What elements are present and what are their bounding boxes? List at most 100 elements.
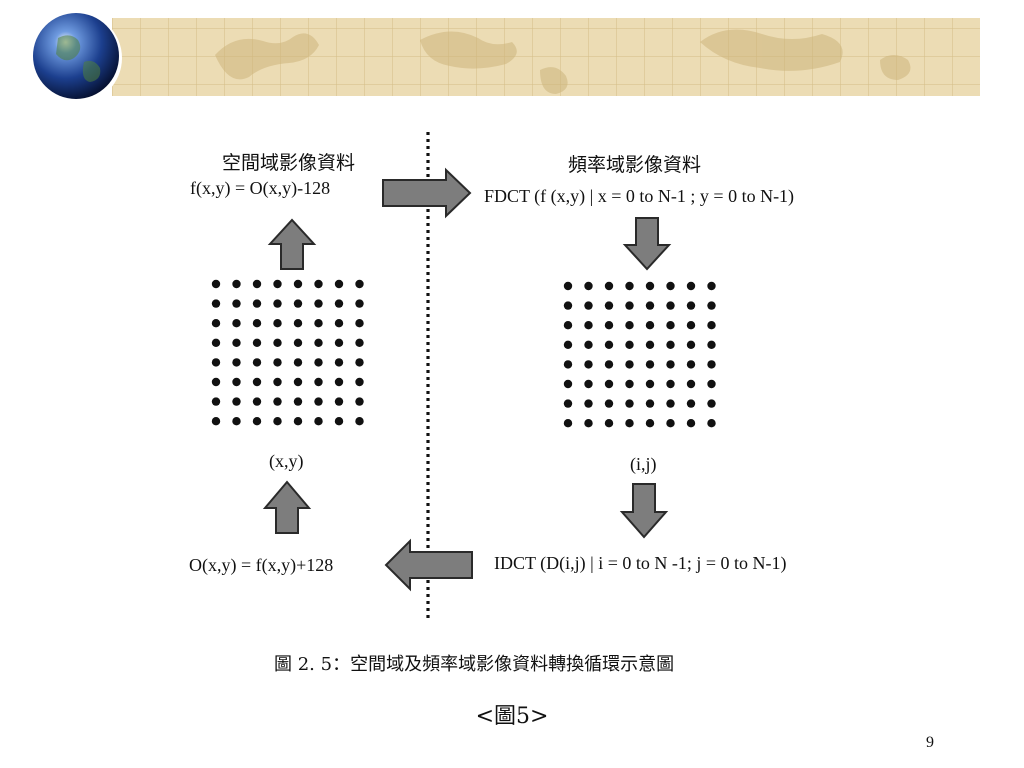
grid-dot xyxy=(334,417,344,426)
grid-dot xyxy=(645,360,655,369)
idct-formula: IDCT (D(i,j) | i = 0 to N -1; j = 0 to N… xyxy=(494,553,787,573)
grid-dot xyxy=(252,397,262,406)
grid-dot xyxy=(707,419,716,428)
arrow-left-icon xyxy=(384,538,473,592)
grid-dot xyxy=(707,379,716,389)
inverse-level-shift-formula: O(x,y) = f(x,y)+128 xyxy=(189,555,334,575)
grid-dot xyxy=(293,417,303,426)
grid-dot xyxy=(232,358,241,367)
grid-dot xyxy=(666,281,675,291)
grid-dot xyxy=(293,338,303,347)
grid-dot xyxy=(686,379,696,389)
arrow-up-icon xyxy=(262,480,312,534)
grid-dot xyxy=(584,321,593,330)
grid-dot xyxy=(707,301,716,310)
grid-dot xyxy=(211,397,221,406)
grid-dot xyxy=(314,358,323,367)
figure-label: <圖5> xyxy=(475,704,549,729)
grid-dot xyxy=(604,281,614,291)
grid-dot xyxy=(273,319,282,328)
grid-dot xyxy=(211,299,221,308)
grid-dot xyxy=(211,279,221,289)
grid-dot xyxy=(252,319,262,328)
grid-dot xyxy=(604,321,614,330)
grid-dot xyxy=(273,279,282,289)
arrow-down-icon xyxy=(622,217,672,271)
grid-dot xyxy=(355,319,364,328)
grid-dot xyxy=(625,301,634,310)
grid-dot xyxy=(645,301,655,310)
grid-dot xyxy=(604,360,614,369)
grid-dot xyxy=(584,399,593,408)
arrow-right-icon xyxy=(382,167,472,219)
grid-dot xyxy=(604,419,614,428)
grid-dot xyxy=(645,419,655,428)
grid-dot xyxy=(314,319,323,328)
spatial-grid-label: (x,y) xyxy=(269,451,304,471)
grid-dot xyxy=(273,377,282,387)
grid-dot xyxy=(252,299,262,308)
grid-dot xyxy=(625,379,634,389)
grid-dot xyxy=(666,419,675,428)
grid-dot xyxy=(645,340,655,349)
grid-dot xyxy=(645,379,655,389)
grid-dot xyxy=(707,360,716,369)
grid-dot xyxy=(314,338,323,347)
arrow-down-icon xyxy=(619,483,669,539)
grid-dot xyxy=(314,279,323,289)
grid-dot xyxy=(355,417,364,426)
grid-dot xyxy=(334,279,344,289)
frequency-coefficient-grid xyxy=(563,281,716,428)
grid-dot xyxy=(232,397,241,406)
grid-dot xyxy=(232,338,241,347)
level-shift-formula: f(x,y) = O(x,y)-128 xyxy=(190,178,331,198)
grid-dot xyxy=(584,281,593,291)
grid-dot xyxy=(211,417,221,426)
grid-dot xyxy=(293,279,303,289)
grid-dot xyxy=(707,321,716,330)
grid-dot xyxy=(211,377,221,387)
grid-dot xyxy=(645,399,655,408)
grid-dot xyxy=(563,281,573,291)
grid-dot xyxy=(584,301,593,310)
grid-dot xyxy=(584,340,593,349)
grid-dot xyxy=(563,360,573,369)
grid-dot xyxy=(625,340,634,349)
grid-dot xyxy=(334,358,344,367)
grid-dot xyxy=(666,379,675,389)
grid-dot xyxy=(314,397,323,406)
grid-dot xyxy=(563,321,573,330)
map-continents xyxy=(215,29,911,94)
grid-dot xyxy=(584,419,593,428)
spatial-domain-title: 空間域影像資料 xyxy=(222,152,356,174)
page-number: 9 xyxy=(926,734,934,751)
grid-dot xyxy=(563,419,573,428)
grid-dot xyxy=(355,358,364,367)
grid-dot xyxy=(625,399,634,408)
grid-dot xyxy=(707,340,716,349)
grid-dot xyxy=(584,379,593,389)
grid-dot xyxy=(293,299,303,308)
grid-dot xyxy=(666,360,675,369)
grid-dot xyxy=(273,417,282,426)
grid-dot xyxy=(232,279,241,289)
arrow-up-icon xyxy=(267,218,317,270)
grid-dot xyxy=(211,338,221,347)
grid-dot xyxy=(314,299,323,308)
grid-dot xyxy=(666,340,675,349)
grid-dot xyxy=(293,319,303,328)
grid-dot xyxy=(273,397,282,406)
grid-dot xyxy=(334,397,344,406)
frequency-grid-label: (i,j) xyxy=(630,454,657,474)
grid-dot xyxy=(604,379,614,389)
fdct-formula: FDCT (f (x,y) | x = 0 to N-1 ; y = 0 to … xyxy=(484,186,795,206)
grid-dot xyxy=(563,379,573,389)
grid-dot xyxy=(686,281,696,291)
grid-dot xyxy=(314,417,323,426)
grid-dot xyxy=(355,279,364,289)
grid-dot xyxy=(293,377,303,387)
grid-dot xyxy=(686,321,696,330)
grid-dot xyxy=(211,319,221,328)
grid-dot xyxy=(252,377,262,387)
